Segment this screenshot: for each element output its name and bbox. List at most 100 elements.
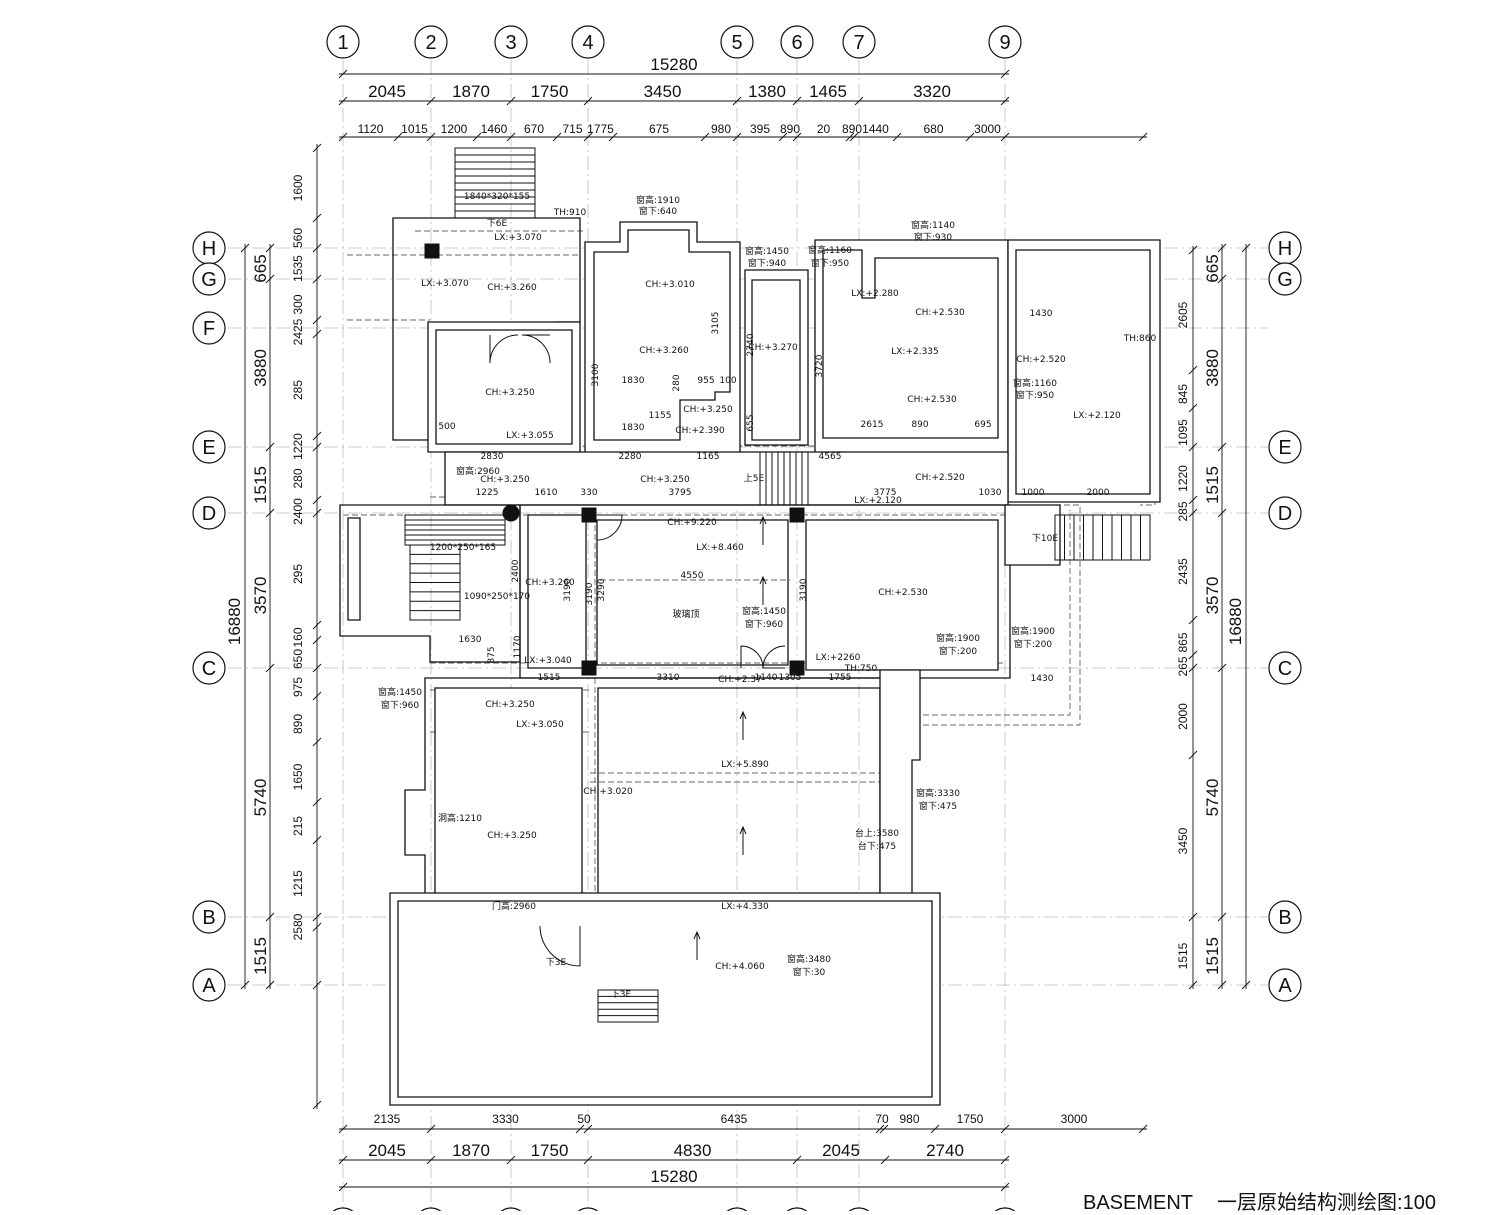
plan-dimension: 3190 — [799, 578, 809, 601]
dim-tick — [875, 1124, 885, 1134]
dim-tick — [312, 1100, 322, 1110]
room-level-note: CH:+2.530 — [907, 395, 957, 405]
plan-dimension: 1000 — [1022, 488, 1045, 498]
dim-tick — [1217, 912, 1227, 922]
left-detail-dim: 215 — [291, 816, 305, 836]
plan-dimension: 1755 — [829, 673, 852, 683]
room-level-note: LX:+2.120 — [1073, 411, 1121, 421]
grid-label-left: E — [202, 437, 215, 459]
dim-tick — [312, 980, 322, 990]
room-level-note: CH:+9.220 — [667, 518, 717, 528]
wall-outline — [435, 329, 573, 445]
direction-arrow-head — [759, 575, 767, 585]
plan-dimension: 655 — [746, 414, 756, 431]
window-note: 窗高:1160 — [1013, 377, 1057, 389]
grid-bubble-top — [780, 25, 814, 59]
left-total-dim: 16880 — [225, 598, 244, 645]
right-detail-dim: 845 — [1176, 384, 1190, 404]
dim-tick — [1188, 495, 1198, 505]
annotation-notes: CH:+3.260LX:+3.070LX:+3.070CH:+3.010CH:+… — [378, 192, 1156, 1000]
stair-note: 1200*250*165 — [430, 543, 496, 553]
top-detail-dim: 680 — [923, 122, 943, 136]
room-level-note: LX:+8.460 — [696, 543, 744, 553]
dim-tick — [506, 132, 516, 142]
dim-tick — [700, 132, 710, 142]
plan-dimension: 2280 — [619, 452, 642, 462]
dim-tick — [338, 96, 348, 106]
dim-tick — [312, 912, 322, 922]
plan-dimension: 3290 — [597, 578, 607, 601]
window-note: 窗高:2960 — [456, 465, 500, 477]
top-detail-dim: 890 — [780, 122, 800, 136]
stair-note: 下10E — [1032, 534, 1058, 544]
plan-dimension: 3105 — [711, 312, 721, 335]
grid-label-top: 9 — [999, 32, 1010, 54]
left-detail-dim: 2425 — [291, 318, 305, 345]
plan-dimension: 695 — [974, 420, 991, 430]
bottom-total-dim: 15280 — [650, 1167, 697, 1186]
dim-tick — [312, 243, 322, 253]
dim-tick — [426, 1155, 436, 1165]
plan-dimension: 1030 — [979, 488, 1002, 498]
grid-label-top: 2 — [425, 32, 436, 54]
left-detail-dim: 160 — [291, 627, 305, 647]
dim-tick — [506, 1155, 516, 1165]
dim-tick — [1000, 1182, 1010, 1192]
direction-arrow-head — [693, 930, 701, 940]
dim-tick — [552, 132, 562, 142]
left-axis-dim: 5740 — [251, 779, 270, 817]
right-detail-dim: 285 — [1176, 501, 1190, 521]
room-level-note: LX:+5.890 — [721, 760, 769, 770]
grid-bubble-left — [192, 262, 226, 296]
plan-dimension: 2400 — [511, 559, 521, 582]
plan-dimension: 1630 — [459, 635, 482, 645]
left-detail-dim: 1600 — [291, 174, 305, 201]
dim-tick — [792, 132, 802, 142]
left-detail-dim: 1220 — [291, 433, 305, 460]
room-level-note: CH:+3.250 — [487, 831, 537, 841]
grid-bubble-top — [414, 25, 448, 59]
window-note: 窗下:200 — [1014, 638, 1052, 650]
room-level-note: LX:+3.070 — [494, 233, 542, 243]
top-axis-dim: 1380 — [748, 82, 786, 101]
dim-tick — [1188, 912, 1198, 922]
window-note: TH:750 — [844, 664, 878, 674]
structural-column — [789, 660, 805, 676]
room-level-note: LX:+3.055 — [506, 431, 554, 441]
structural-column — [424, 243, 440, 259]
wall-outline — [1007, 239, 1161, 503]
grid-bubble-left — [192, 496, 226, 530]
dim-tick — [312, 274, 322, 284]
double-door-left — [489, 334, 519, 364]
bottom-detail-dim: 980 — [899, 1112, 919, 1126]
plan-dimension: 3100 — [591, 363, 601, 386]
grid-label-top: 5 — [731, 32, 742, 54]
plan-dimension: 1515 — [538, 673, 561, 683]
grid-bubble-right — [1268, 900, 1302, 934]
grid-bubble-top — [842, 25, 876, 59]
grid-label-top: 4 — [582, 32, 593, 54]
plan-dimension: 2000 — [1087, 488, 1110, 498]
top-axis-dim: 3320 — [913, 82, 951, 101]
dim-tick — [312, 737, 322, 747]
top-detail-dim: 670 — [524, 122, 544, 136]
top-axis-dim: 1870 — [452, 82, 490, 101]
window-note: 窗高:1450 — [742, 605, 786, 617]
plan-dimension: 3720 — [815, 354, 825, 377]
dim-tick — [1188, 615, 1198, 625]
top-axis-dim: 3450 — [644, 82, 682, 101]
grid-bubble-top — [571, 25, 605, 59]
right-detail-dim: 265 — [1176, 656, 1190, 676]
grid-label-right: C — [1278, 658, 1292, 680]
dim-tick — [892, 132, 902, 142]
grid-label-left: C — [202, 658, 216, 680]
room-level-note: CH:+3.250 — [683, 405, 733, 415]
top-detail-dim: 3000 — [974, 122, 1001, 136]
dim-tick — [312, 797, 322, 807]
top-detail-dim: 1775 — [587, 122, 614, 136]
window-note: 台下:475 — [858, 840, 896, 852]
dim-tick — [312, 922, 322, 932]
right-axis-dim: 665 — [1203, 254, 1222, 282]
